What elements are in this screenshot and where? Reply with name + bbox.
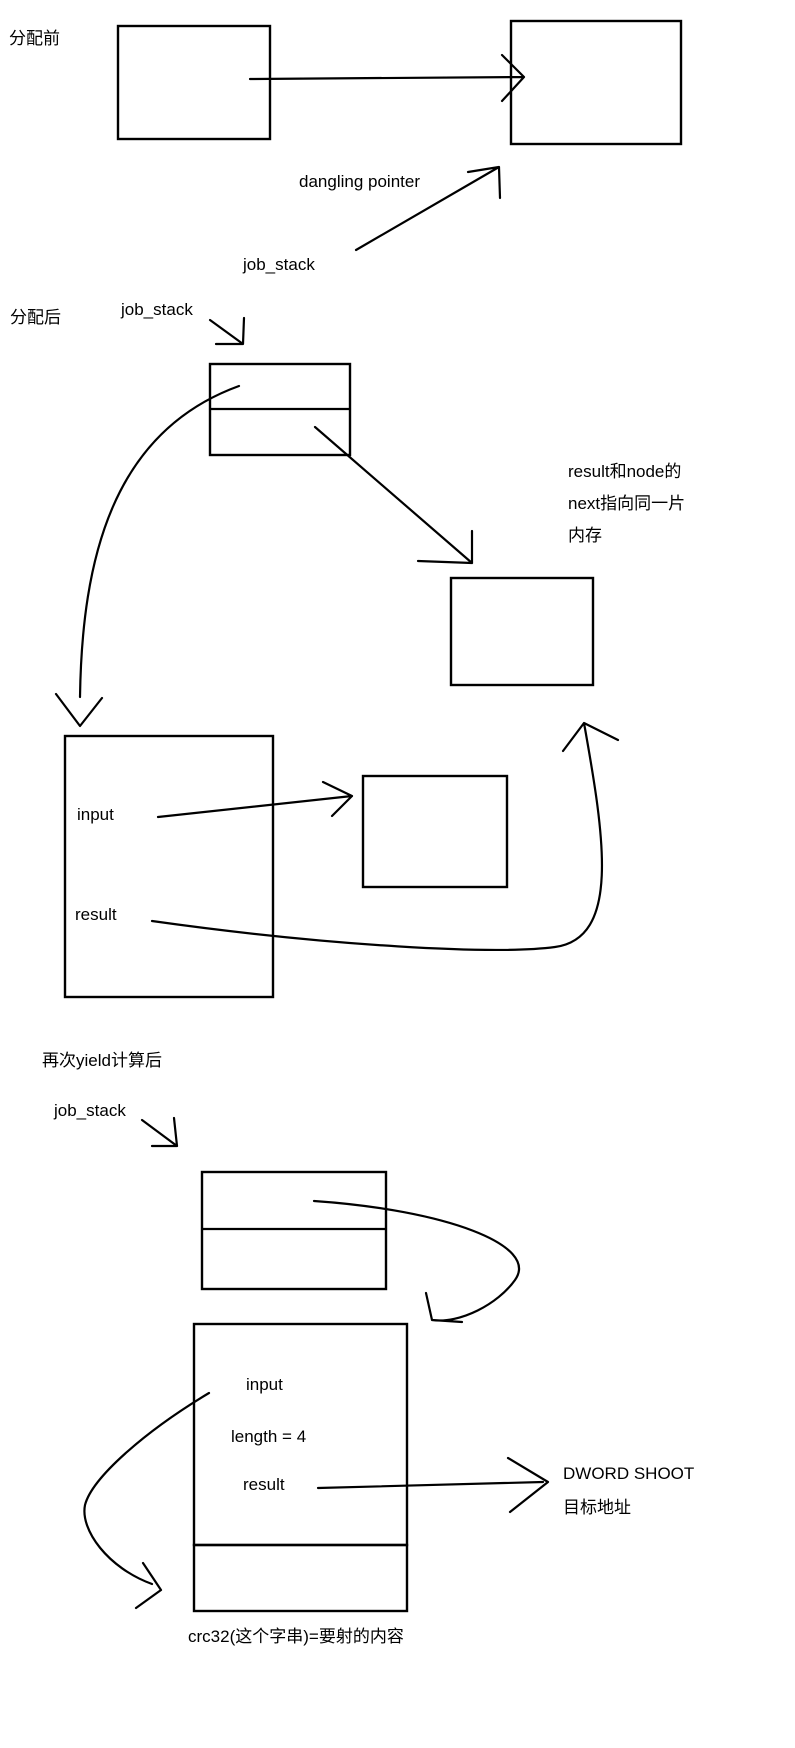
- yield-node-next-arrow: [312, 1199, 521, 1324]
- yield-node-box: [200, 1170, 388, 1291]
- after-struct-box: [63, 734, 275, 999]
- target-address-label: 目标地址: [563, 1498, 631, 1517]
- section-yield-label: 再次yield计算后: [42, 1051, 162, 1070]
- before-source-box: [116, 24, 272, 141]
- after-input-label: input: [77, 805, 114, 824]
- after-job-stack-label: job_stack: [121, 300, 193, 319]
- shared-memory-note: result和node的 next指向同一片 内存: [568, 462, 686, 545]
- after-shared-memory-box: [449, 576, 595, 687]
- after-job-stack-arrow: [208, 316, 246, 346]
- before-target-box: [509, 19, 683, 146]
- yield-result-label: result: [243, 1475, 285, 1494]
- yield-length-label: length = 4: [231, 1427, 307, 1446]
- dword-shoot-arrow: [316, 1456, 550, 1514]
- after-result-arrow: [150, 721, 620, 951]
- after-input-buffer-box: [361, 774, 509, 889]
- section-after-label: 分配后: [10, 308, 61, 327]
- yield-crc-box: [192, 1543, 409, 1613]
- before-pointer-arrow: [248, 53, 526, 103]
- section-before-label: 分配前: [9, 29, 60, 48]
- dword-shoot-label: DWORD SHOOT: [563, 1464, 695, 1483]
- yield-input-label: input: [246, 1375, 283, 1394]
- after-node-to-struct-arrow: [54, 384, 241, 728]
- after-input-arrow: [156, 780, 354, 819]
- dangling-pointer-arrow: [354, 165, 502, 252]
- yield-job-stack-arrow: [140, 1116, 179, 1148]
- dangling-pointer-label: dangling pointer: [299, 172, 420, 191]
- after-node-next-arrow: [313, 425, 474, 565]
- yield-job-stack-label: job_stack: [54, 1101, 126, 1120]
- crc32-content-label: crc32(这个字串)=要射的内容: [188, 1627, 404, 1646]
- after-result-label: result: [75, 905, 117, 924]
- before-job-stack-label: job_stack: [243, 255, 315, 274]
- yield-input-arrow: [83, 1391, 211, 1610]
